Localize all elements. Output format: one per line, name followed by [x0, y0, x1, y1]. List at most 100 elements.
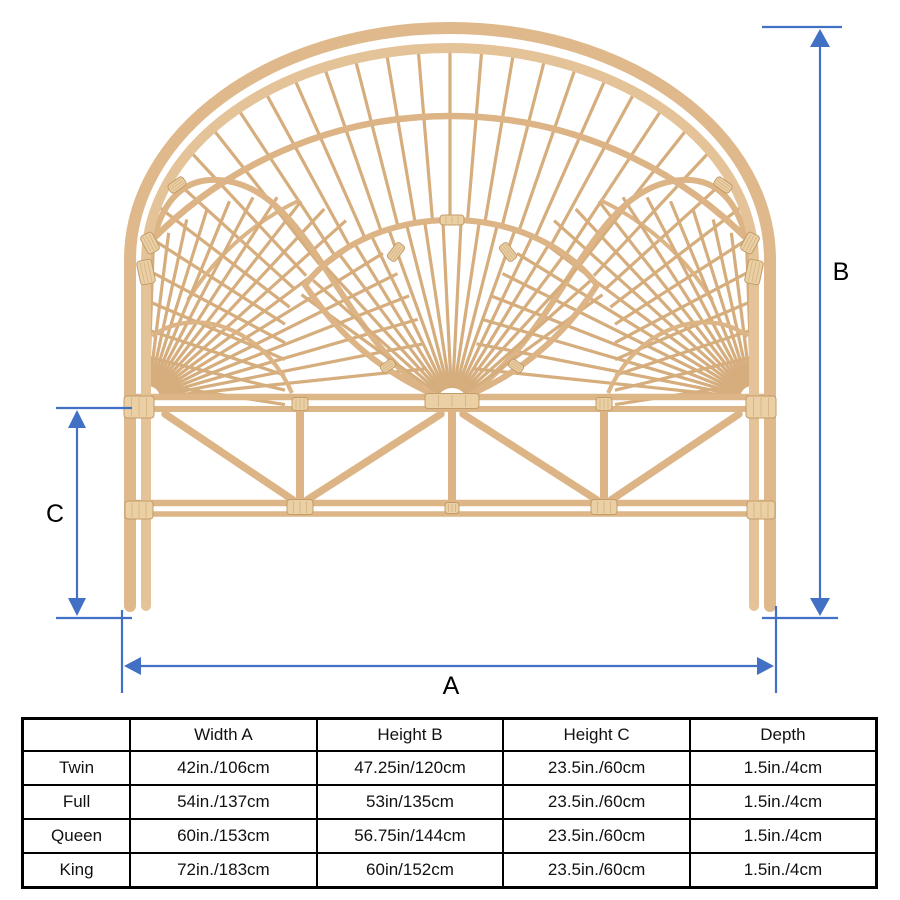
side-fan-ray [159, 317, 419, 397]
center-fan-ray [404, 223, 450, 389]
rattan-wrap [291, 397, 309, 411]
sunburst-ray [465, 50, 484, 220]
center-fan-ray [312, 279, 442, 395]
c-arrowhead-up-icon [68, 410, 86, 428]
rattan-wrap [713, 176, 733, 194]
rattan-wrap [740, 231, 760, 255]
rattan-wrap-ridge [716, 180, 730, 190]
sunburst-ray [483, 53, 515, 223]
side-fan-ray [154, 200, 303, 390]
rattan-wrap-ridge [381, 360, 392, 369]
side-fan-ray [153, 196, 279, 389]
rattan-wrap [444, 502, 460, 514]
rattan-wrap [424, 393, 480, 409]
frame-pole-outer [124, 22, 776, 612]
center-fan-ray [451, 218, 463, 389]
header-row: Width A Height B Height C Depth [21, 717, 878, 752]
rattan-wrap-ridge [512, 360, 523, 369]
side-fan-ray [159, 367, 427, 399]
rattan-wrap [124, 500, 154, 520]
row-label-queen: Queen [21, 818, 132, 854]
rattan-wrap [167, 176, 187, 194]
rattan-wrap [386, 242, 406, 262]
rattan-wrap [379, 358, 397, 374]
side-fan-ray [473, 367, 741, 399]
rattan-wrap [286, 499, 314, 515]
rattan-wrap-ridge [145, 235, 155, 251]
size-value-cell: 56.75in/144cm [315, 818, 505, 854]
rattan-wrap [595, 397, 613, 411]
sunburst-ray [592, 151, 711, 277]
side-fan-ray [645, 196, 748, 389]
size-value-cell: 53in/135cm [315, 784, 505, 820]
rattan-wrap-ridge [143, 261, 149, 283]
rattan-arc [186, 198, 301, 302]
b-arrowhead-down-icon [810, 598, 830, 616]
size-value-cell: 47.25in/120cm [315, 750, 505, 786]
center-fan-ray [461, 266, 580, 394]
rattan-wrap-ridge [392, 246, 404, 261]
side-fan-ray [150, 208, 209, 388]
side-fan-ray [574, 207, 745, 391]
dimension-height-c: C [46, 406, 132, 620]
rattan-wrap-ridge [748, 236, 758, 253]
rattan-wrap-ridge [139, 262, 146, 284]
side-fan-ray [597, 200, 746, 390]
rattan-wrap-ridge [148, 233, 158, 250]
rattan-wrap [590, 499, 618, 515]
side-fan-ray [691, 208, 750, 388]
rattan-wrap [745, 395, 777, 419]
rattan-wrap-ridge [509, 363, 520, 372]
sunburst-ray [416, 50, 435, 220]
a-arrowhead-left-icon [124, 657, 141, 675]
truss-diagonal [303, 410, 445, 504]
rattan-wrap-ridge [172, 182, 185, 192]
sunburst-ray [614, 236, 751, 326]
height-b-label: B [833, 258, 850, 286]
b-arrowhead-up-icon [810, 29, 830, 47]
side-fan-ray [158, 272, 399, 395]
size-value-cell: 60in/152cm [315, 852, 505, 889]
rattan-wrap-ridge [169, 178, 182, 188]
rattan-wrap-ridge [388, 243, 400, 258]
size-value-cell: 23.5in./60cm [502, 784, 691, 820]
side-fan-ray [147, 232, 171, 387]
rattan-wrap [744, 258, 764, 286]
side-fan-ray [490, 294, 742, 396]
side-fan-ray [157, 251, 384, 394]
size-value-cell: 72in./183cm [129, 852, 318, 889]
height-c-label: C [46, 500, 64, 528]
side-fan-ray [481, 317, 741, 397]
rattan-arc [599, 198, 714, 302]
header-cell-empty [21, 717, 132, 752]
dimension-height-b: B [762, 25, 850, 620]
center-fan-ray [460, 254, 566, 393]
sunburst-ray [385, 53, 417, 223]
center-fan-ray [422, 219, 452, 389]
center-fan-ray [441, 218, 453, 389]
rattan-wrap-ridge [747, 260, 754, 282]
truss-diagonal [607, 410, 743, 504]
rattan-wrap-ridge [384, 363, 395, 372]
rattan-wrap-ridge [751, 261, 757, 283]
sunburst-ray [533, 78, 607, 238]
sunburst-ray [353, 59, 400, 226]
c-arrowhead-down-icon [68, 598, 86, 616]
rattan-wrap [498, 242, 518, 262]
rattan-headboard-illustration [123, 22, 777, 612]
rattan-arc [143, 176, 438, 401]
headboard-dimension-diagram: B C A [46, 22, 850, 700]
sunburst-ray [549, 92, 636, 246]
rattan-wrap [746, 500, 776, 520]
rattan-wrap-ridge [382, 362, 394, 370]
center-fan-ray [324, 266, 443, 394]
row-label-king: King [21, 852, 132, 889]
rattan-wrap [507, 358, 525, 374]
sunburst-ray [189, 151, 308, 277]
sunburst-ray [149, 236, 286, 326]
center-fan-ray [454, 223, 500, 389]
sunburst-ray [237, 109, 336, 255]
dimension-width-a: A [120, 606, 778, 700]
size-chart-table: Width A Height B Height C Depth Twin 42i… [21, 717, 878, 889]
